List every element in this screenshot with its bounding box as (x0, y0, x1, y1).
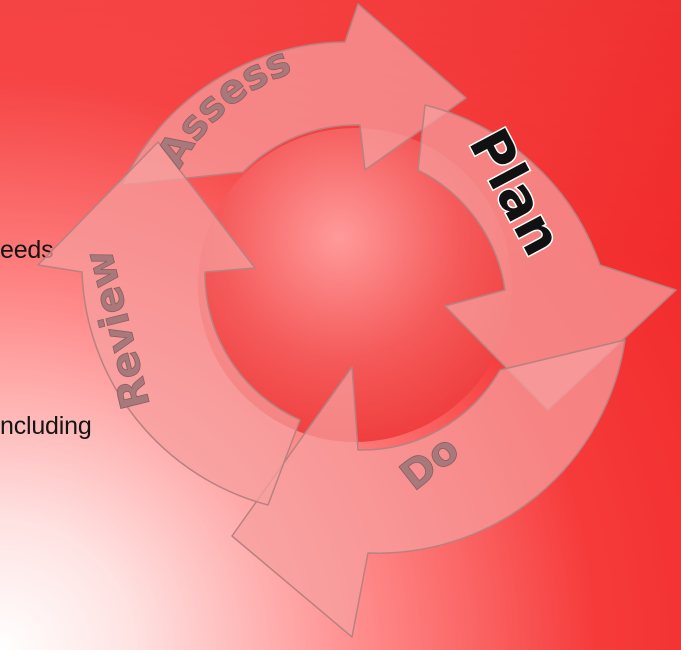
cycle-segment-plan (417, 104, 677, 411)
slide-text-line-2: ncluding (0, 412, 92, 440)
cycle-center (198, 128, 512, 442)
cycle-segment-do (231, 339, 626, 638)
cycle-segment-assess (121, 3, 467, 186)
cycle-segment-review (37, 141, 301, 506)
